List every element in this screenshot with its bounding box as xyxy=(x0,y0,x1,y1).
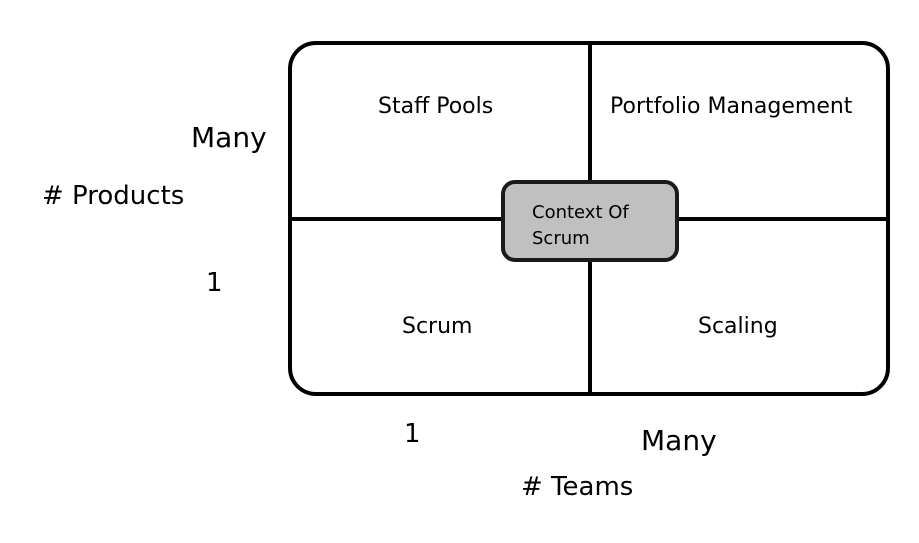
center-label-line1: Context Of xyxy=(532,202,629,223)
quadrant-top-left-label: Staff Pools xyxy=(378,94,494,119)
quadrant-top-right-label: Portfolio Management xyxy=(610,94,853,119)
y-axis-title: # Products xyxy=(42,181,185,211)
quadrant-bottom-right-label: Scaling xyxy=(698,314,778,339)
center-label-line2: Scrum xyxy=(532,228,590,249)
y-axis-high-label: Many xyxy=(191,121,267,154)
quadrant-bottom-left-label: Scrum xyxy=(402,314,473,339)
y-axis-low-label: 1 xyxy=(206,268,223,298)
context-of-scrum-box: Context Of Scrum xyxy=(501,180,679,262)
x-axis-title: # Teams xyxy=(521,472,634,502)
x-axis-high-label: Many xyxy=(641,424,717,457)
x-axis-low-label: 1 xyxy=(404,419,421,449)
